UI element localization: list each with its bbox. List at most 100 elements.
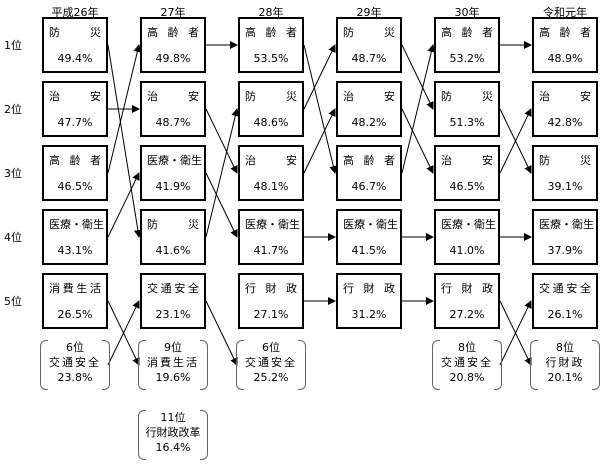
- item-name: 医療・衛生: [441, 218, 496, 231]
- item-name: 治安: [343, 90, 395, 103]
- bracket-left: [432, 340, 440, 390]
- item-name: 高齢者: [49, 154, 101, 167]
- year-header: 29年: [356, 6, 382, 19]
- transition-arrow: [401, 44, 436, 174]
- rank-box: 高齢者 53.2%: [434, 17, 500, 73]
- year-header: 令和元年: [543, 6, 587, 19]
- item-percent: 49.8%: [155, 52, 191, 65]
- item-name: 高齢者: [343, 154, 395, 167]
- extra-value: 16.4%: [155, 441, 191, 454]
- year-header: 平成26年: [51, 6, 99, 19]
- bracket-left: [40, 340, 48, 390]
- rank-box: 行財政 31.2%: [336, 273, 402, 329]
- transition-arrow: [107, 300, 140, 366]
- extra-rank: 9位: [164, 341, 182, 354]
- item-percent: 48.7%: [351, 52, 387, 65]
- rank-label: 2位: [4, 103, 22, 116]
- bracket-left: [138, 340, 146, 390]
- item-percent: 49.4%: [57, 52, 93, 65]
- transition-arrow: [107, 44, 142, 174]
- rank-box: 治安 47.7%: [42, 81, 108, 137]
- bracket-right: [102, 340, 110, 390]
- item-name: 防災: [49, 26, 101, 39]
- item-name: 治安: [441, 154, 493, 167]
- bracket-right: [200, 410, 208, 460]
- item-percent: 41.7%: [253, 244, 289, 257]
- transition-arrow: [107, 44, 142, 238]
- extra-value: 20.1%: [547, 371, 583, 384]
- item-percent: 27.2%: [449, 308, 485, 321]
- extra-value: 19.6%: [155, 371, 191, 384]
- rank-label: 4位: [4, 231, 22, 244]
- item-name: 高齢者: [147, 26, 199, 39]
- item-percent: 53.5%: [253, 52, 289, 65]
- item-name: 行財政: [343, 282, 395, 295]
- item-percent: 27.1%: [253, 308, 289, 321]
- item-name: 医療・衛生: [343, 218, 398, 231]
- item-percent: 31.2%: [351, 308, 387, 321]
- item-percent: 42.8%: [547, 116, 583, 129]
- item-percent: 41.9%: [155, 180, 191, 193]
- bracket-left: [138, 410, 146, 460]
- extra-name: 行財政: [545, 356, 585, 369]
- item-percent: 37.9%: [547, 244, 583, 257]
- item-percent: 53.2%: [449, 52, 485, 65]
- rank-box: 高齢者 49.8%: [140, 17, 206, 73]
- extra-value: 25.2%: [253, 371, 289, 384]
- rank-label: 1位: [4, 39, 22, 52]
- extra-name: 行財政改革: [145, 426, 201, 439]
- item-name: 交通安全: [147, 282, 199, 295]
- extra-name: 交通安全: [245, 356, 297, 369]
- item-percent: 26.5%: [57, 308, 93, 321]
- item-name: 治安: [49, 90, 101, 103]
- bracket-right: [494, 340, 502, 390]
- transition-arrow: [401, 108, 434, 174]
- rank-box: 防災 49.4%: [42, 17, 108, 73]
- year-header: 30年: [454, 6, 480, 19]
- bracket-left: [530, 340, 538, 390]
- item-name: 高齢者: [245, 26, 297, 39]
- rank-label: 3位: [4, 167, 22, 180]
- extra-rank: 8位: [458, 341, 476, 354]
- extra-rank: 8位: [556, 341, 574, 354]
- item-name: 高齢者: [441, 26, 493, 39]
- extra-name: 消費生活: [147, 356, 199, 369]
- item-percent: 23.1%: [155, 308, 191, 321]
- transition-arrow: [303, 108, 336, 174]
- item-name: 行財政: [245, 282, 297, 295]
- item-name: 高齢者: [539, 26, 591, 39]
- bracket-right: [592, 340, 600, 390]
- item-percent: 46.7%: [351, 180, 387, 193]
- transition-arrow: [107, 172, 140, 238]
- item-percent: 48.6%: [253, 116, 289, 129]
- year-header: 27年: [160, 6, 186, 19]
- item-name: 医療・衛生: [245, 218, 300, 231]
- item-name: 消費生活: [49, 282, 101, 295]
- bracket-left: [236, 340, 244, 390]
- rank-box: 消費生活 26.5%: [42, 273, 108, 329]
- transition-arrow: [401, 44, 434, 110]
- rank-box: 高齢者 53.5%: [238, 17, 304, 73]
- extra-rank: 11位: [160, 411, 186, 424]
- item-percent: 46.5%: [449, 180, 485, 193]
- item-percent: 47.7%: [57, 116, 93, 129]
- transition-arrow: [303, 44, 338, 174]
- rank-box: 医療・衛生 41.7%: [238, 209, 304, 265]
- extra-rank-box: 9位消費生活 19.6%: [138, 340, 208, 390]
